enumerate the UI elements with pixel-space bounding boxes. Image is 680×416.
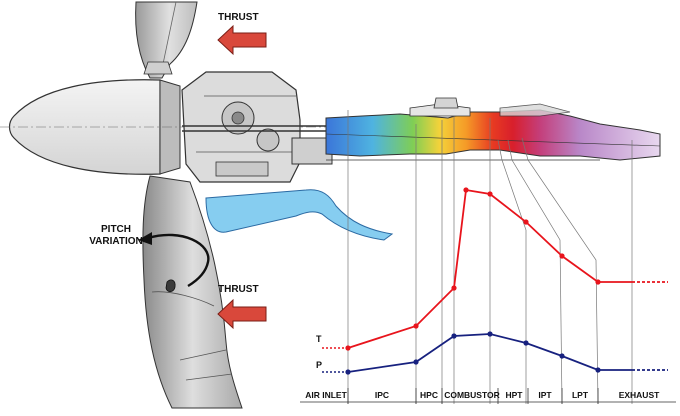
pressure-axis-label: P bbox=[316, 360, 322, 370]
temperature-point bbox=[345, 345, 351, 351]
pressure-point bbox=[487, 331, 493, 337]
temperature-point bbox=[487, 191, 493, 197]
temperature-axis-label: T bbox=[316, 334, 322, 344]
pitch-label-line1: PITCH bbox=[101, 224, 131, 235]
section-label-lpt: LPT bbox=[572, 390, 589, 400]
section-label-ipc: IPC bbox=[375, 390, 389, 400]
section-label-exhaust: EXHAUST bbox=[619, 390, 660, 400]
pressure-line bbox=[347, 333, 632, 373]
section-label-combustor: COMBUSTOR bbox=[444, 390, 500, 400]
temperature-point bbox=[463, 187, 469, 193]
propeller-spinner bbox=[8, 79, 181, 175]
temperature-point bbox=[595, 279, 601, 285]
section-label-hpc: HPC bbox=[420, 390, 438, 400]
thrust-label-bottom: THRUST bbox=[218, 284, 259, 295]
section-label-ipt: IPT bbox=[538, 390, 552, 400]
reduction-gearbox bbox=[181, 71, 333, 183]
pressure-point bbox=[413, 359, 419, 365]
pitch-label-line2: VARIATION bbox=[89, 236, 143, 247]
thrust-arrow-icon-top bbox=[217, 24, 267, 56]
temperature-point bbox=[559, 253, 565, 259]
pressure-point bbox=[345, 369, 351, 375]
section-label-hpt: HPT bbox=[506, 390, 524, 400]
pressure-point bbox=[595, 367, 601, 373]
pressure-point bbox=[559, 353, 565, 359]
pressure-point bbox=[523, 340, 529, 346]
temperature-point bbox=[523, 219, 529, 225]
section-label-air-inlet: AIR INLET bbox=[305, 390, 347, 400]
tp-curves bbox=[322, 187, 668, 375]
propeller-blade-upper bbox=[135, 1, 198, 79]
pressure-point bbox=[451, 333, 457, 339]
thrust-arrow-icon-bottom bbox=[217, 298, 267, 330]
engine-core bbox=[325, 97, 661, 161]
section-labels: AIR INLET IPC HPC COMBUSTOR HPT IPT LPT EXHAUST bbox=[305, 388, 660, 404]
section-boundaries bbox=[347, 110, 633, 405]
pitch-rotation-arrow-icon bbox=[138, 232, 210, 288]
temperature-point bbox=[413, 323, 419, 329]
temperature-point bbox=[451, 285, 457, 291]
thrust-label-top: THRUST bbox=[218, 12, 259, 23]
air-inlet-duct bbox=[205, 189, 394, 241]
